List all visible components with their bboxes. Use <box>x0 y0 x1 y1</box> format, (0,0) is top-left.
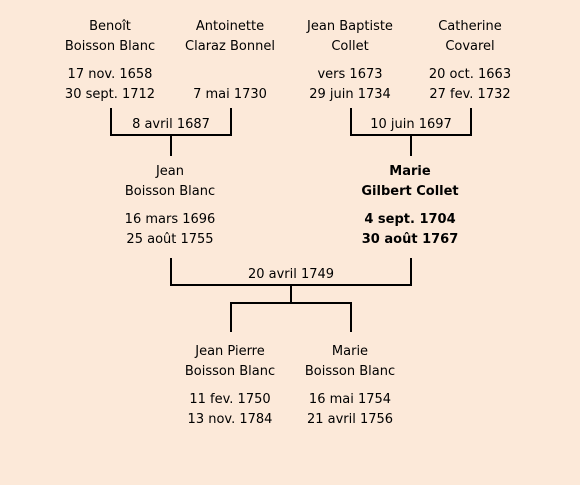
last-name: Boisson Blanc <box>64 39 156 54</box>
death-date: 27 fev. 1732 <box>429 87 511 102</box>
first-name: Catherine <box>438 19 502 34</box>
person-antoinette: Antoinette Claraz Bonnel 7 mai 1730 <box>160 17 300 105</box>
person-marie-gilbert-collet: Marie Gilbert Collet 4 sept. 1704 30 aoû… <box>340 162 480 250</box>
first-name: Antoinette <box>195 19 265 34</box>
death-date: 21 avril 1756 <box>306 412 394 427</box>
connector-line <box>230 302 352 304</box>
last-name: Boisson Blanc <box>124 184 216 199</box>
last-name: Claraz Bonnel <box>185 39 275 54</box>
death-date: 13 nov. 1784 <box>187 412 273 427</box>
first-name: Jean Pierre <box>195 344 265 359</box>
person-jean: Jean Boisson Blanc 16 mars 1696 25 août … <box>100 162 240 250</box>
birth-date: 11 fev. 1750 <box>189 392 271 407</box>
death-date: 29 juin 1734 <box>309 87 391 102</box>
death-date: 25 août 1755 <box>126 232 214 247</box>
first-name: Benoît <box>89 19 131 34</box>
connector-line <box>410 258 412 286</box>
last-name: Collet <box>331 39 369 54</box>
connector-line <box>230 108 232 136</box>
connector-line <box>170 134 172 156</box>
person-jean-pierre: Jean Pierre Boisson Blanc 11 fev. 1750 1… <box>160 342 300 430</box>
birth-date: 16 mai 1754 <box>308 392 392 407</box>
birth-date: 16 mars 1696 <box>124 212 216 227</box>
first-name: Jean Baptiste <box>307 19 393 34</box>
last-name: Boisson Blanc <box>304 364 396 379</box>
connector-line <box>170 258 172 286</box>
death-date: 7 mai 1730 <box>193 87 267 102</box>
connector-line <box>470 108 472 136</box>
birth-date: vers 1673 <box>317 67 383 82</box>
connector-line <box>350 108 352 136</box>
birth-date: 17 nov. 1658 <box>67 67 153 82</box>
connector-line <box>290 284 292 304</box>
birth-date: 4 sept. 1704 <box>364 212 456 227</box>
connector-line <box>410 134 412 156</box>
birth-date <box>160 65 300 85</box>
first-name: Marie <box>389 164 431 179</box>
first-name: Marie <box>331 344 369 359</box>
person-marie-boisson-blanc: Marie Boisson Blanc 16 mai 1754 21 avril… <box>280 342 420 430</box>
marriage-date: 20 avril 1749 <box>247 267 335 282</box>
connector-line <box>110 108 112 136</box>
person-benoit: Benoît Boisson Blanc 17 nov. 1658 30 sep… <box>40 17 180 105</box>
person-catherine: Catherine Covarel 20 oct. 1663 27 fev. 1… <box>400 17 540 105</box>
birth-date: 20 oct. 1663 <box>428 67 512 82</box>
connector-line <box>230 302 232 332</box>
last-name: Boisson Blanc <box>184 364 276 379</box>
last-name: Gilbert Collet <box>361 184 459 199</box>
connector-line <box>350 302 352 332</box>
death-date: 30 sept. 1712 <box>64 87 156 102</box>
marriage-date: 8 avril 1687 <box>132 117 210 132</box>
last-name: Covarel <box>445 39 495 54</box>
death-date: 30 août 1767 <box>361 232 459 247</box>
person-jean-baptiste: Jean Baptiste Collet vers 1673 29 juin 1… <box>280 17 420 105</box>
marriage-date: 10 juin 1697 <box>370 117 452 132</box>
first-name: Jean <box>155 164 185 179</box>
